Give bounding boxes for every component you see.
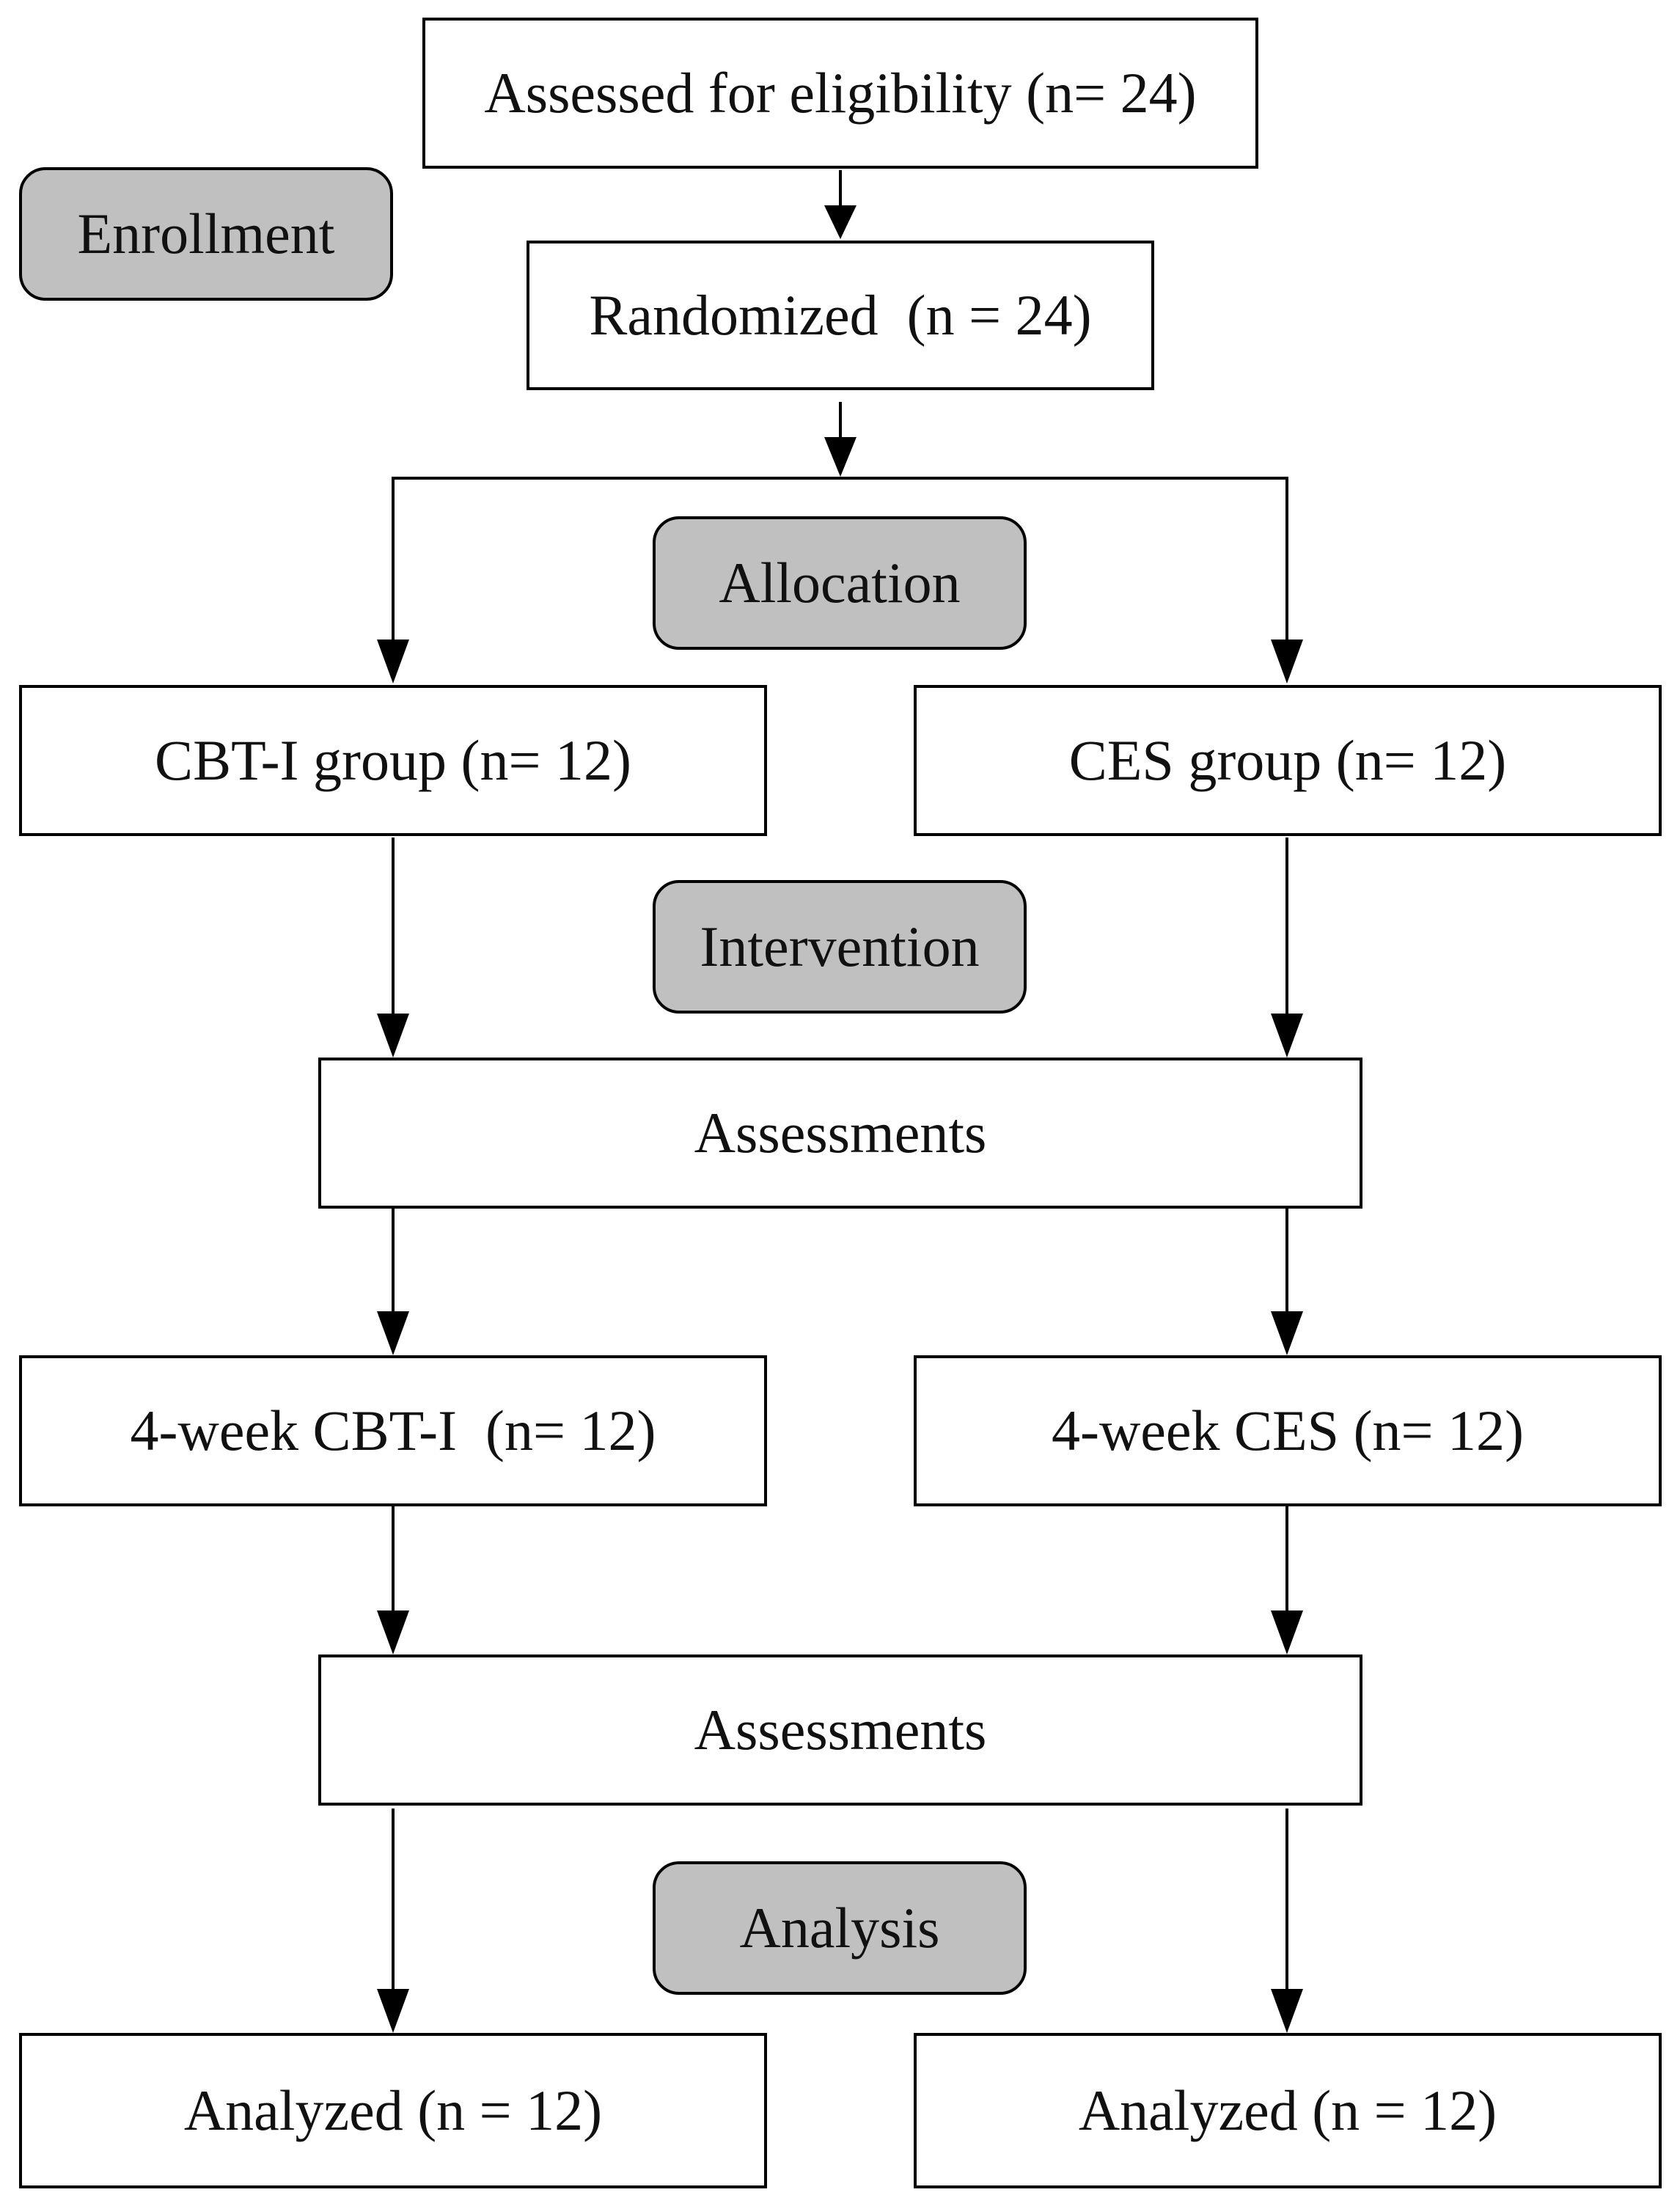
box-assessments-1: Assessments [318,1058,1362,1209]
stage-enrollment: Enrollment [19,167,393,301]
arrowhead-assessments-2-left [377,1610,409,1654]
arrowhead-cbt-group [377,640,409,684]
arrowhead-analyzed-ces [1271,1989,1303,2033]
box-analyzed-ces: Analyzed (n = 12) [914,2033,1662,2188]
box-assessed-eligibility: Assessed for eligibility (n= 24) [422,18,1258,169]
arrowhead-assessments-1-right [1271,1014,1303,1058]
arrowhead-randomized [824,205,856,239]
box-randomized: Randomized (n = 24) [527,241,1154,390]
arrowhead-cbt-4week [377,1311,409,1355]
box-cbt-group: CBT-I group (n= 12) [19,685,767,836]
arrowhead-assessments-2-right [1271,1610,1303,1654]
arrowhead-ces-4week [1271,1311,1303,1355]
box-ces-4week: 4-week CES (n= 12) [914,1355,1662,1506]
box-cbt-4week: 4-week CBT-I (n= 12) [19,1355,767,1506]
box-analyzed-cbt: Analyzed (n = 12) [19,2033,767,2188]
box-assessments-2: Assessments [318,1654,1362,1806]
arrowhead-ces-group [1271,640,1303,684]
stage-allocation: Allocation [653,516,1027,650]
arrowhead-analyzed-cbt [377,1989,409,2033]
box-ces-group: CES group (n= 12) [914,685,1662,836]
stage-intervention: Intervention [653,880,1027,1014]
stage-analysis: Analysis [653,1861,1027,1995]
arrowhead-split [824,437,856,477]
arrowhead-assessments-1-left [377,1014,409,1058]
